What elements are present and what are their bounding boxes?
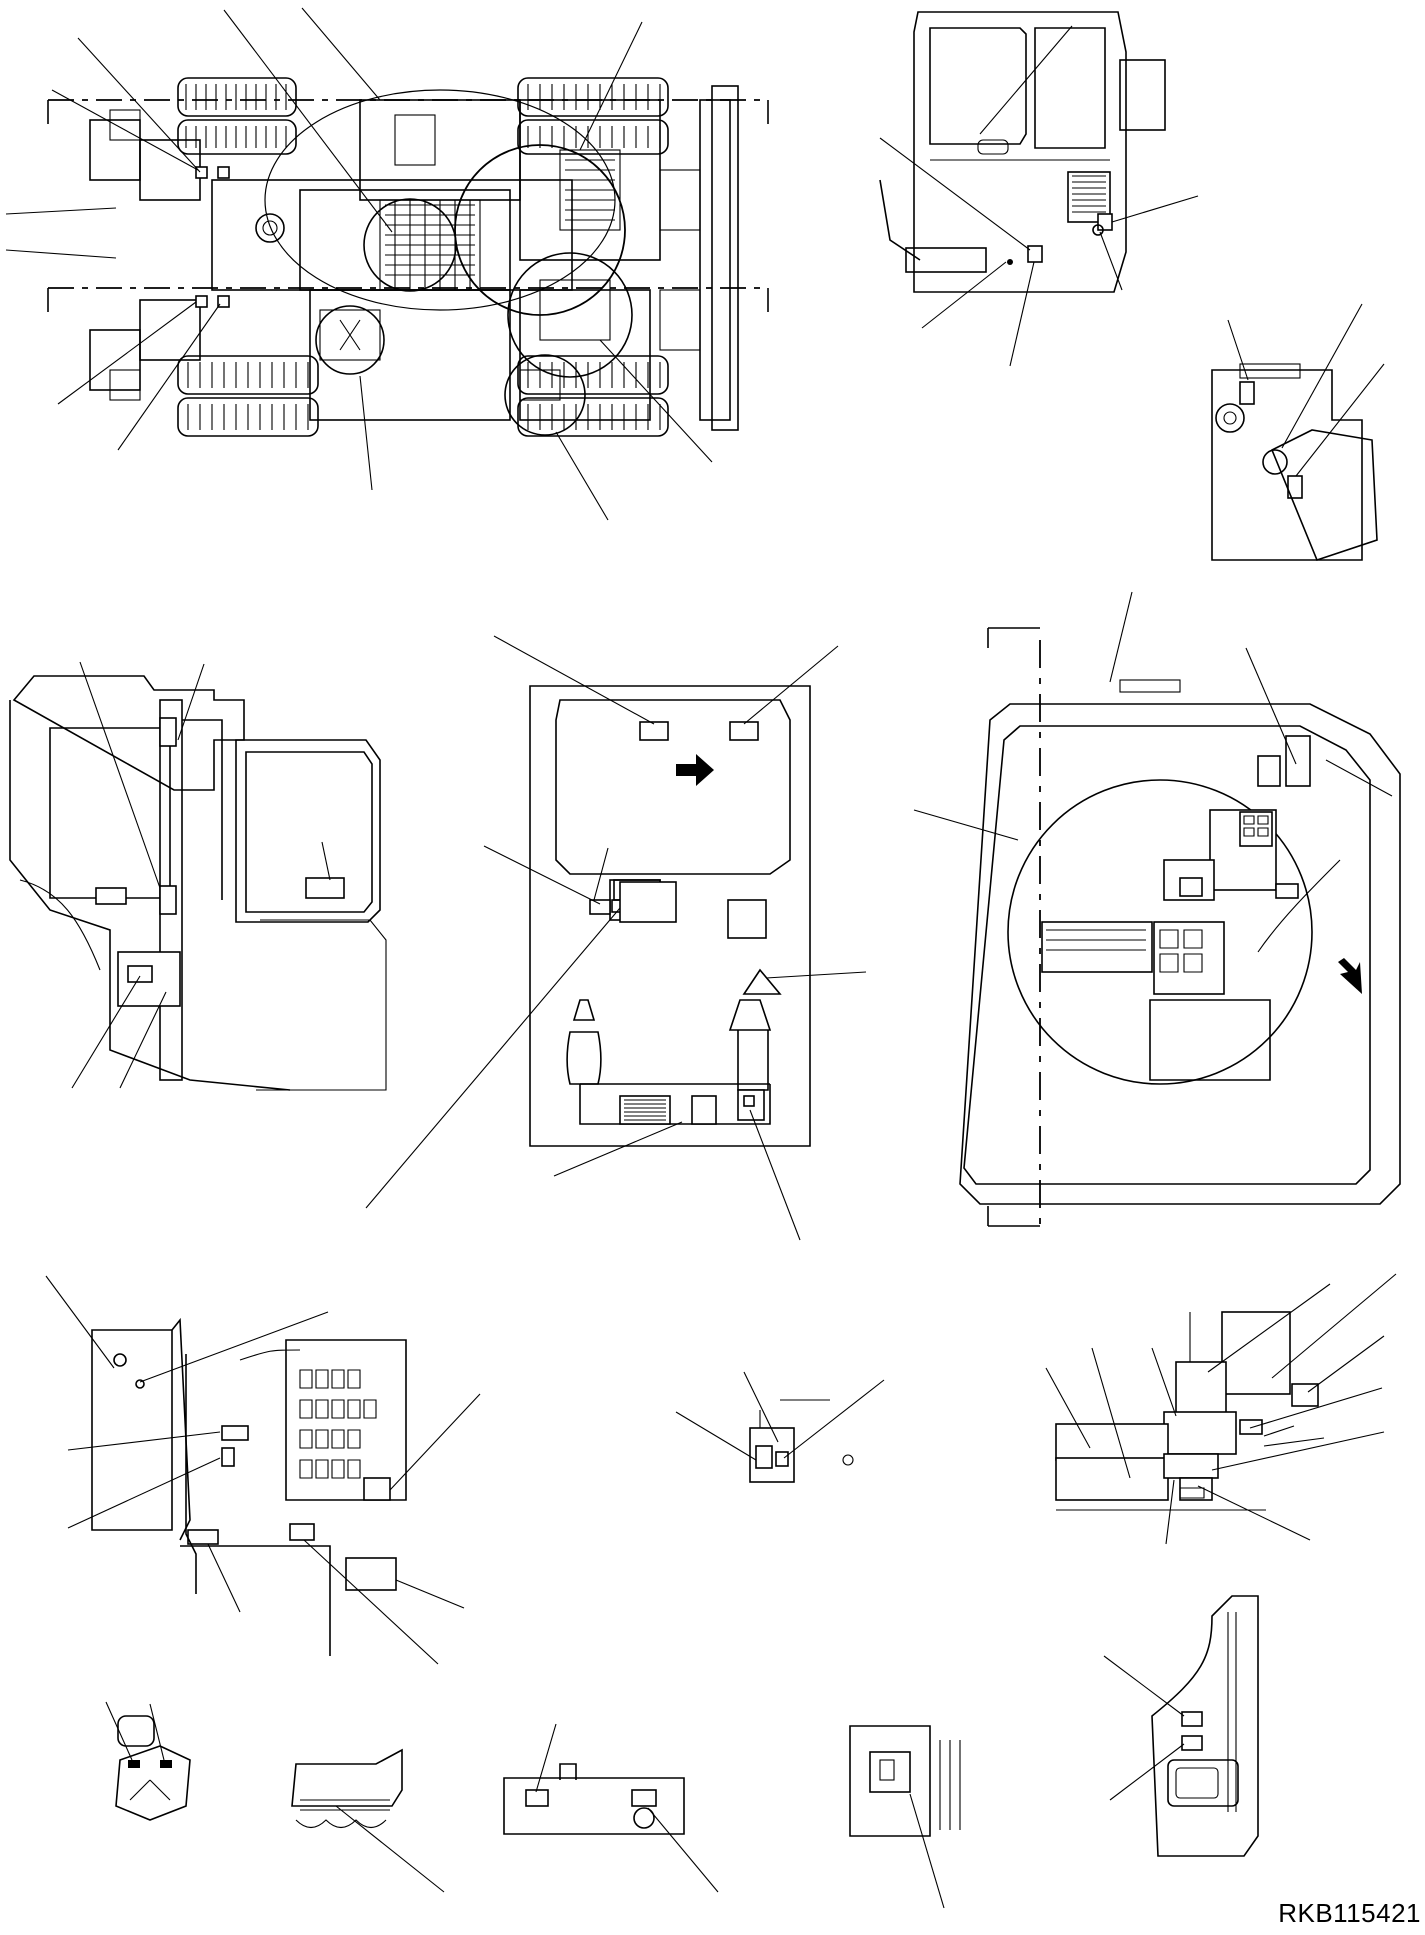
cab-rear-view bbox=[913, 591, 1401, 1230]
document-code: RKB115421 bbox=[1278, 1898, 1421, 1928]
upper-structure bbox=[47, 85, 769, 436]
bottom-detail-row bbox=[105, 1701, 961, 1909]
engine-room-detail bbox=[45, 1275, 481, 1665]
cab-interior-front-view bbox=[365, 635, 867, 1241]
side-cover-view bbox=[1103, 1595, 1259, 1857]
engine-detail-view bbox=[1211, 303, 1385, 561]
cab-interior-left-view bbox=[9, 661, 387, 1091]
top-view-machine bbox=[5, 7, 769, 521]
leader-lines-top-view bbox=[5, 7, 713, 521]
track-lower-right bbox=[517, 355, 669, 437]
label-cluster-detail bbox=[1045, 1273, 1397, 1545]
track-upper-right bbox=[517, 77, 669, 155]
small-detail-view bbox=[675, 1371, 885, 1483]
track-lower-left bbox=[177, 355, 319, 437]
cab-side-view bbox=[879, 11, 1199, 367]
track-upper-left bbox=[177, 77, 297, 155]
